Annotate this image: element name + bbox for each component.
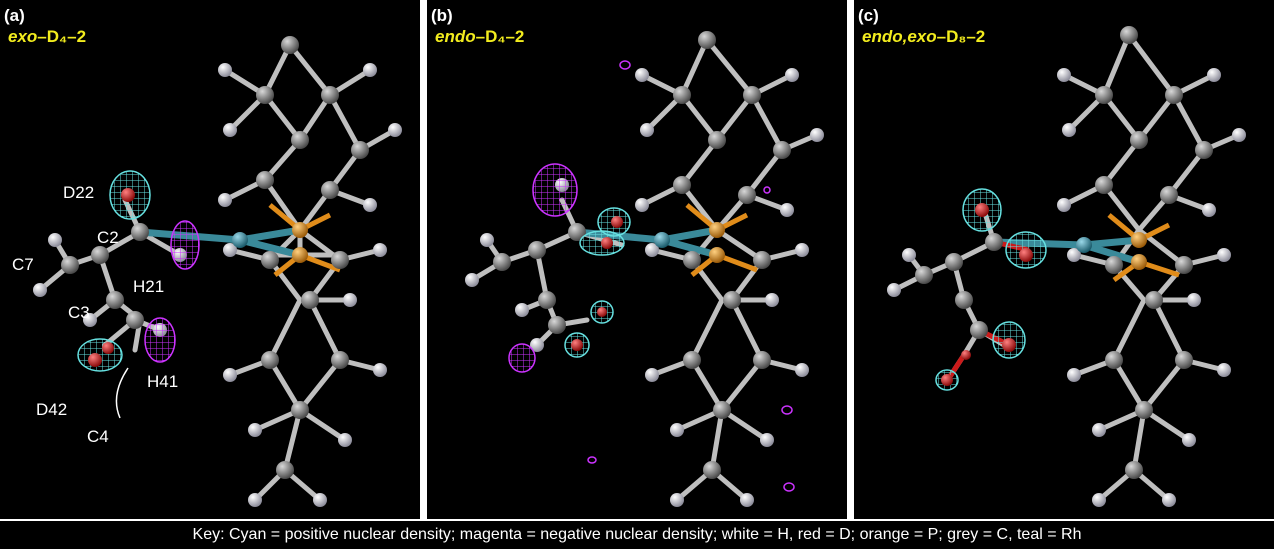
label-c4: C4 bbox=[87, 427, 109, 446]
panel-a-carbon-atoms bbox=[61, 36, 369, 479]
panel-b-phosphorus-atom bbox=[709, 222, 725, 238]
panel-b-rhodium-atom bbox=[654, 232, 670, 248]
panel-b-p-bonds bbox=[685, 203, 758, 277]
panel-c-title-italic: endo,exo bbox=[862, 27, 937, 46]
label-d42: D42 bbox=[36, 400, 67, 419]
panel-a-rh-bonds bbox=[139, 226, 301, 259]
panel-c-title: endo,exo–D₈–2 bbox=[862, 27, 985, 47]
panel-c-p-bonds bbox=[1107, 213, 1180, 283]
label-c3: C3 bbox=[68, 303, 90, 322]
panel-c-carbon-atoms bbox=[915, 26, 1213, 479]
panel-b-title-italic: endo bbox=[435, 27, 476, 46]
panel-a-deuterium-atoms bbox=[88, 188, 135, 367]
label-h41: H41 bbox=[147, 372, 178, 391]
panel-c-deuterium-atoms bbox=[941, 203, 1033, 386]
panel-a-title-italic: exo bbox=[8, 27, 38, 46]
panel-c: (c) endo,exo–D₈–2 bbox=[854, 0, 1274, 519]
label-h21: H21 bbox=[133, 277, 164, 296]
panel-c-phosphorus-atom bbox=[1131, 232, 1147, 248]
label-c7: C7 bbox=[12, 255, 34, 274]
panel-a-c4-leader bbox=[115, 367, 129, 419]
panel-a-p-bonds bbox=[268, 203, 341, 277]
color-key: Key: Cyan = positive nuclear density; ma… bbox=[0, 521, 1274, 549]
panel-c-title-rest: –D₈–2 bbox=[936, 27, 986, 46]
panel-b-bonds bbox=[469, 37, 820, 503]
panel-c-density bbox=[935, 188, 1047, 391]
panel-c-rhodium-atom bbox=[1076, 237, 1092, 253]
label-d22: D22 bbox=[63, 183, 94, 202]
panel-a-letter: (a) bbox=[4, 6, 25, 25]
panel-b-carbon-atoms bbox=[493, 31, 791, 479]
panel-a-title: exo–D₄–2 bbox=[8, 27, 86, 47]
label-c2: C2 bbox=[97, 228, 119, 247]
panel-b-title-rest: –D₄–2 bbox=[475, 27, 525, 46]
panel-a-title-rest: –D₄–2 bbox=[37, 27, 87, 46]
panel-b-structure bbox=[465, 31, 824, 507]
panel-b-deuterium-atoms bbox=[571, 216, 623, 351]
panel-c-hydrogen-atoms bbox=[887, 68, 1246, 507]
panel-a-rhodium-atom bbox=[232, 232, 248, 248]
panel-b: (b) endo–D₄–2 bbox=[427, 0, 847, 519]
panel-b-phosphorus-atom bbox=[709, 247, 725, 263]
panel-a-phosphorus-atom bbox=[292, 247, 308, 263]
panel-c-letter: (c) bbox=[858, 6, 879, 25]
panel-a: D22 C2 C7 H21 C3 D42 H41 C4 (a) exo–D₄–2 bbox=[0, 0, 420, 519]
panel-a-hydrogen-atoms bbox=[33, 63, 402, 507]
panel-c-phosphorus-atom bbox=[1131, 254, 1147, 270]
panel-a-phosphorus-atom bbox=[292, 222, 308, 238]
panel-b-letter: (b) bbox=[431, 6, 453, 25]
panel-a-structure: D22 C2 C7 H21 C3 D42 H41 C4 bbox=[12, 36, 402, 507]
panel-c-structure bbox=[887, 26, 1246, 507]
panel-b-title: endo–D₄–2 bbox=[435, 27, 524, 47]
panel-b-hydrogen-atoms bbox=[465, 68, 824, 507]
